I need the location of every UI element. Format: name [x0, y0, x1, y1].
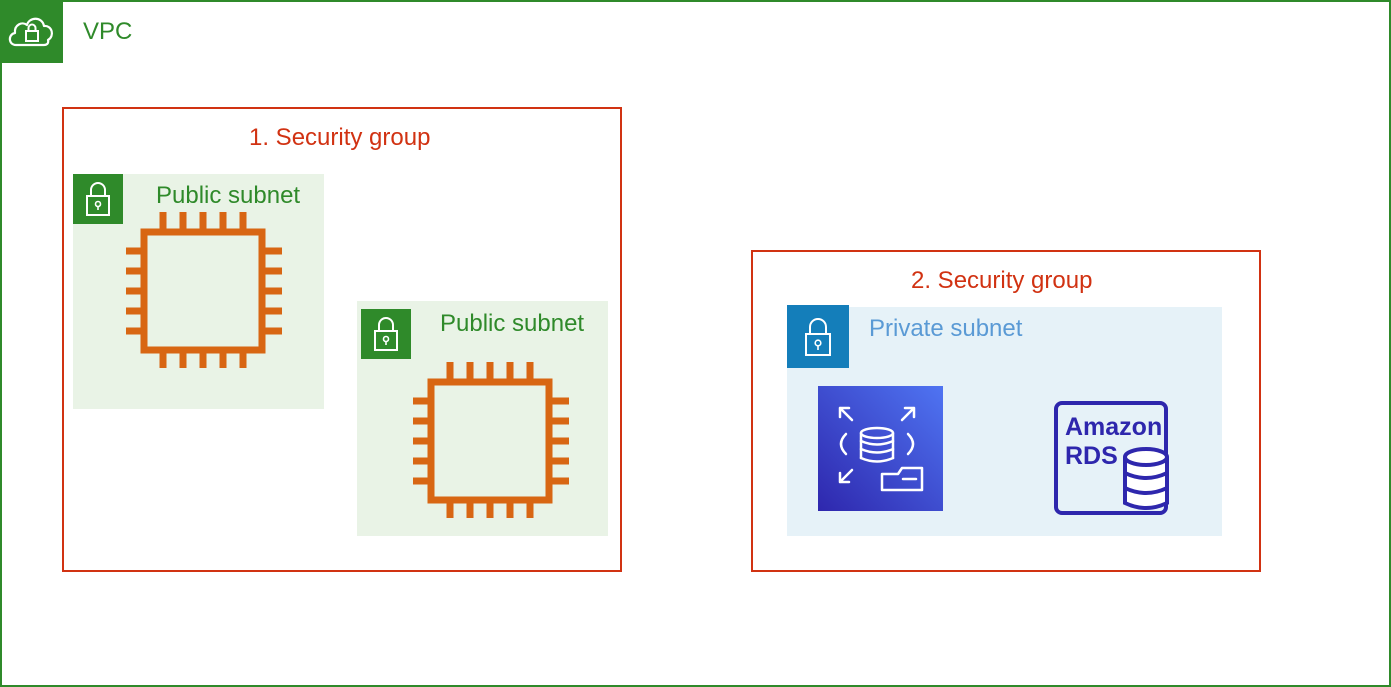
amazon-rds-logo-text-amazon: Amazon: [1065, 413, 1162, 441]
private-subnet-label: Private subnet: [869, 315, 1023, 342]
amazon-rds-logo-text-rds: RDS: [1065, 442, 1118, 470]
vpc-label: VPC: [83, 18, 133, 45]
vpc-cloud-lock-icon: [0, 0, 63, 63]
security-group-1-title: 1. Security group: [249, 124, 431, 151]
padlock-icon: [73, 174, 123, 224]
amazon-rds-logo-icon: Amazon RDS: [1053, 401, 1173, 519]
ec2-instance-chip-icon: [409, 358, 573, 522]
public-subnet-2-label: Public subnet: [440, 310, 585, 337]
rds-service-icon: [818, 386, 943, 511]
public-subnet-1-label: Public subnet: [156, 182, 301, 209]
security-group-1: [62, 107, 622, 572]
ec2-instance-chip-icon: [122, 208, 286, 372]
padlock-icon: [787, 305, 849, 368]
security-group-2: [751, 250, 1261, 572]
security-group-2-title: 2. Security group: [911, 267, 1093, 294]
padlock-icon: [361, 309, 411, 359]
